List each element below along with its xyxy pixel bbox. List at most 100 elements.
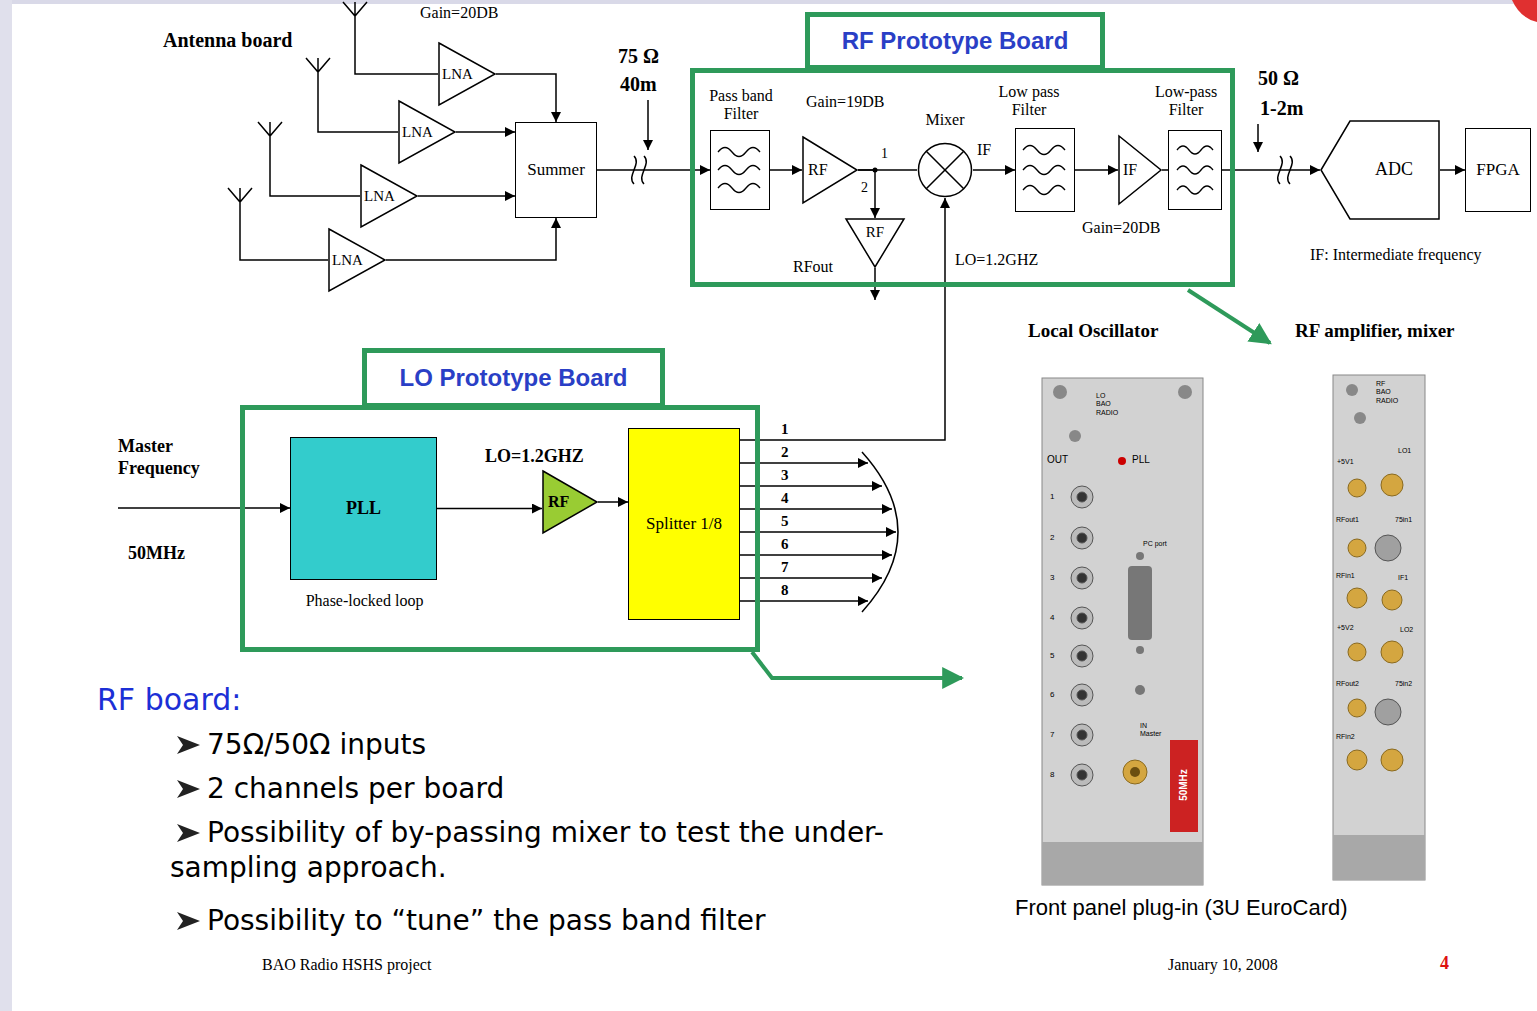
frequency-label: 50MHz <box>128 543 185 565</box>
sma-connector <box>1381 641 1403 663</box>
panel-marking: RF BAO RADIO <box>1376 380 1400 405</box>
status-led <box>1118 457 1126 465</box>
sma-connector <box>1347 588 1367 608</box>
filter-wave <box>1177 146 1213 154</box>
output-number: 5 <box>781 512 789 530</box>
node-caption: Phase-locked loop <box>281 591 448 610</box>
output-number: 8 <box>781 581 789 599</box>
connector-pin <box>1077 573 1087 583</box>
output-number: 1 <box>781 420 789 438</box>
amplifier-triangle: RF <box>802 136 858 204</box>
output-number: 2 <box>781 443 789 461</box>
logo-fragment <box>1512 0 1537 22</box>
bullet-symbols <box>177 736 200 930</box>
antenna <box>228 188 328 260</box>
mixer-symbol: Mixer <box>917 142 973 198</box>
connector-number: 4 <box>1050 613 1054 623</box>
sma-connector <box>1347 750 1367 770</box>
connector-pin <box>1077 613 1087 623</box>
connector <box>1071 567 1093 589</box>
output-arrow <box>740 485 882 487</box>
node-text: LO Prototype Board <box>362 348 665 408</box>
port-label: IF <box>977 140 991 159</box>
cable-length: 1-2m <box>1260 96 1303 120</box>
antenna <box>306 58 398 132</box>
panel-marking: RFout1 <box>1336 516 1359 524</box>
node-text: Pass band Filter <box>701 87 781 124</box>
output-number: 3 <box>781 466 789 484</box>
panel-marking: 75in1 <box>1395 516 1412 524</box>
gain-label: Gain=20DB <box>1082 218 1160 237</box>
panel-screw <box>1053 385 1067 399</box>
panel-handle <box>1333 835 1425 880</box>
connector-pin <box>1077 730 1087 740</box>
panel-marking: RFout2 <box>1336 680 1359 688</box>
panel-marking: IN Master <box>1140 722 1170 739</box>
outline-shape <box>1321 121 1439 219</box>
connector <box>1071 645 1093 667</box>
signal-name: RFout <box>793 257 833 276</box>
panel-marking: RFin2 <box>1336 733 1355 741</box>
panel-marking: PC port <box>1143 540 1167 548</box>
panel-screw <box>1346 384 1358 396</box>
section-heading: RF board: <box>97 682 241 718</box>
bullet-arrow <box>177 824 200 842</box>
connector-pin <box>1077 651 1087 661</box>
board-group: PLLPhase-locked loopRFSplitter 1/8LO Pro… <box>240 405 760 652</box>
outline-shape <box>846 219 904 267</box>
connector-number: 8 <box>1050 770 1054 780</box>
adc-symbol: ADC <box>1320 120 1440 220</box>
panel-face <box>1042 378 1203 885</box>
filter-wave <box>718 184 760 193</box>
input-arrow <box>118 507 290 509</box>
node-text: IF <box>1123 160 1137 179</box>
node-text: RF <box>548 492 569 511</box>
splitter-box: Splitter 1/8 <box>628 428 740 620</box>
connector <box>1071 684 1093 706</box>
sma-connector <box>1348 643 1366 661</box>
footer-text: BAO Radio HSHS project <box>262 955 431 974</box>
signal-arrow <box>1222 169 1320 171</box>
bullet-arrow <box>177 736 200 754</box>
panel-marking: +5V1 <box>1337 458 1354 466</box>
panel-marking: IF1 <box>1398 574 1408 582</box>
output-arrow <box>740 508 892 510</box>
node-text: ADC <box>1348 159 1440 181</box>
pointer-arrow <box>1257 124 1259 152</box>
panel-marking: OUT <box>1047 454 1068 466</box>
connector <box>1071 724 1093 746</box>
signal-arrow <box>598 501 628 503</box>
amplifier-triangle: LNA <box>438 42 496 106</box>
cable-length: 40m <box>620 72 657 96</box>
bullet-text: 2 channels per board <box>170 771 990 806</box>
filter-wave <box>1023 186 1065 195</box>
slide-top-band <box>0 0 1537 4</box>
panel-screw <box>1069 430 1081 442</box>
filter-wave <box>718 148 760 157</box>
node-text: RF <box>845 223 905 241</box>
connector-number: 1 <box>1050 492 1054 502</box>
photo-pointer <box>1188 290 1270 343</box>
connector-pin <box>1077 690 1087 700</box>
filter-wave <box>718 166 760 175</box>
signal-arrow <box>386 218 556 260</box>
f-connector <box>1375 535 1401 561</box>
outline-shape <box>439 43 495 105</box>
signal-arrow <box>456 131 515 133</box>
slide-side-band <box>0 0 12 1011</box>
filter-box: Low pass Filter <box>1015 128 1075 212</box>
amplifier-triangle: LNA <box>398 100 456 164</box>
footer-date: January 10, 2008 <box>1168 955 1278 974</box>
board-label: Antenna board <box>163 28 292 52</box>
signal-name: Master Frequency <box>118 436 218 479</box>
fpga-box: FPGA <box>1465 128 1531 212</box>
photo-caption: Front panel plug-in (3U EuroCard) <box>1015 895 1348 921</box>
filter-box: Pass band Filter <box>710 130 770 210</box>
filter-wave <box>1177 166 1213 174</box>
output-arrow <box>740 554 892 556</box>
signal-arrow <box>437 508 542 510</box>
splitter-outputs <box>740 452 898 612</box>
sma-connector <box>1123 760 1147 784</box>
signal-arrow <box>770 169 802 171</box>
bullet-arrow <box>177 912 200 930</box>
